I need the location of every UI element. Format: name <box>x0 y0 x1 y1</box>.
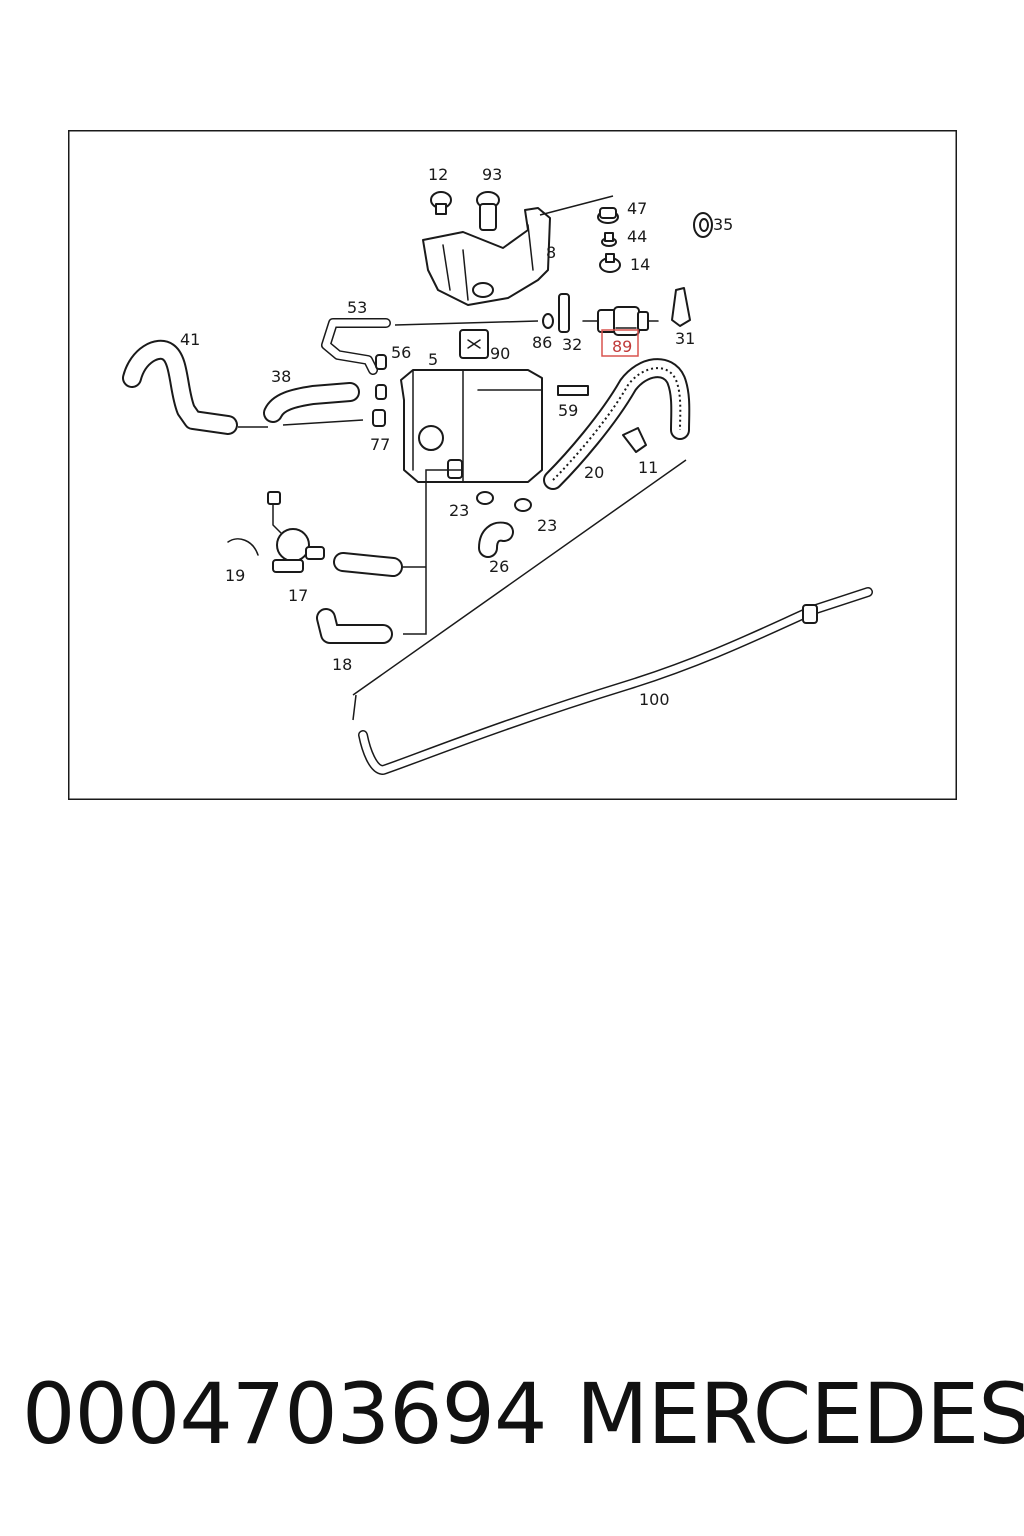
label-18: 18 <box>332 655 352 674</box>
label-12: 12 <box>428 165 448 184</box>
label-47: 47 <box>627 199 647 218</box>
label-32: 32 <box>562 335 582 354</box>
part-77-clip[interactable] <box>372 409 386 427</box>
part-26-elbow[interactable] <box>478 521 514 558</box>
part-8-bracket[interactable] <box>422 195 614 306</box>
part-number: 0004703694 <box>22 1365 547 1463</box>
label-35: 35 <box>713 215 733 234</box>
label-20: 20 <box>584 463 604 482</box>
part-38-hose[interactable] <box>263 382 364 426</box>
label-100: 100 <box>639 690 670 709</box>
part-56-clip[interactable] <box>375 354 387 400</box>
label-23-right: 23 <box>537 516 557 535</box>
label-17: 17 <box>288 586 308 605</box>
part-5-heater[interactable] <box>400 369 543 635</box>
label-23-left: 23 <box>449 501 469 520</box>
part-89-fuel-pump[interactable] <box>582 306 659 336</box>
label-19: 19 <box>225 566 245 585</box>
label-38: 38 <box>271 367 291 386</box>
part-53-tube[interactable] <box>321 318 539 375</box>
label-8: 8 <box>546 243 556 262</box>
part-59-strip[interactable] <box>557 385 589 396</box>
part-86-clip[interactable] <box>542 313 554 329</box>
label-26: 26 <box>489 557 509 576</box>
label-53: 53 <box>347 298 367 317</box>
label-41: 41 <box>180 330 200 349</box>
label-89: 89 <box>612 337 632 356</box>
label-56: 56 <box>391 343 411 362</box>
parts-diagram: 12 93 47 44 14 35 8 53 41 56 5 90 86 32 … <box>68 130 957 800</box>
part-44-washer[interactable] <box>601 232 617 247</box>
part-23-clamp-right[interactable] <box>514 498 532 512</box>
brand-name: MERCEDES <box>576 1365 1024 1463</box>
part-19-clip[interactable] <box>227 538 259 556</box>
part-17-water-pump[interactable] <box>267 491 325 573</box>
label-90: 90 <box>490 344 510 363</box>
part-100-fuel-line[interactable] <box>352 459 873 775</box>
label-14: 14 <box>630 255 650 274</box>
label-77: 77 <box>370 435 390 454</box>
part-31-clamp[interactable] <box>671 287 691 327</box>
label-5: 5 <box>428 350 438 369</box>
highlight-box-89 <box>601 329 639 357</box>
label-86: 86 <box>532 333 552 352</box>
label-31: 31 <box>675 329 695 348</box>
label-59: 59 <box>558 401 578 420</box>
part-12-grommet[interactable] <box>430 191 452 215</box>
part-41-hose[interactable] <box>122 339 268 435</box>
label-44: 44 <box>627 227 647 246</box>
part-90-seal[interactable] <box>459 329 489 359</box>
part-32-bracket[interactable] <box>558 293 570 333</box>
part-93-bolt[interactable] <box>476 191 500 231</box>
label-93: 93 <box>482 165 502 184</box>
part-35-grommet[interactable] <box>693 212 713 238</box>
part-18-hose[interactable] <box>316 552 426 644</box>
part-20-exhaust-hose[interactable] <box>543 358 691 490</box>
diagram-svg: 12 93 47 44 14 35 8 53 41 56 5 90 86 32 … <box>68 130 957 800</box>
part-11-mount[interactable] <box>622 427 647 453</box>
label-11: 11 <box>638 458 658 477</box>
part-14-nut[interactable] <box>599 253 621 273</box>
part-47-rubber-mount[interactable] <box>597 207 619 224</box>
part-23-clamp-left[interactable] <box>476 491 494 505</box>
